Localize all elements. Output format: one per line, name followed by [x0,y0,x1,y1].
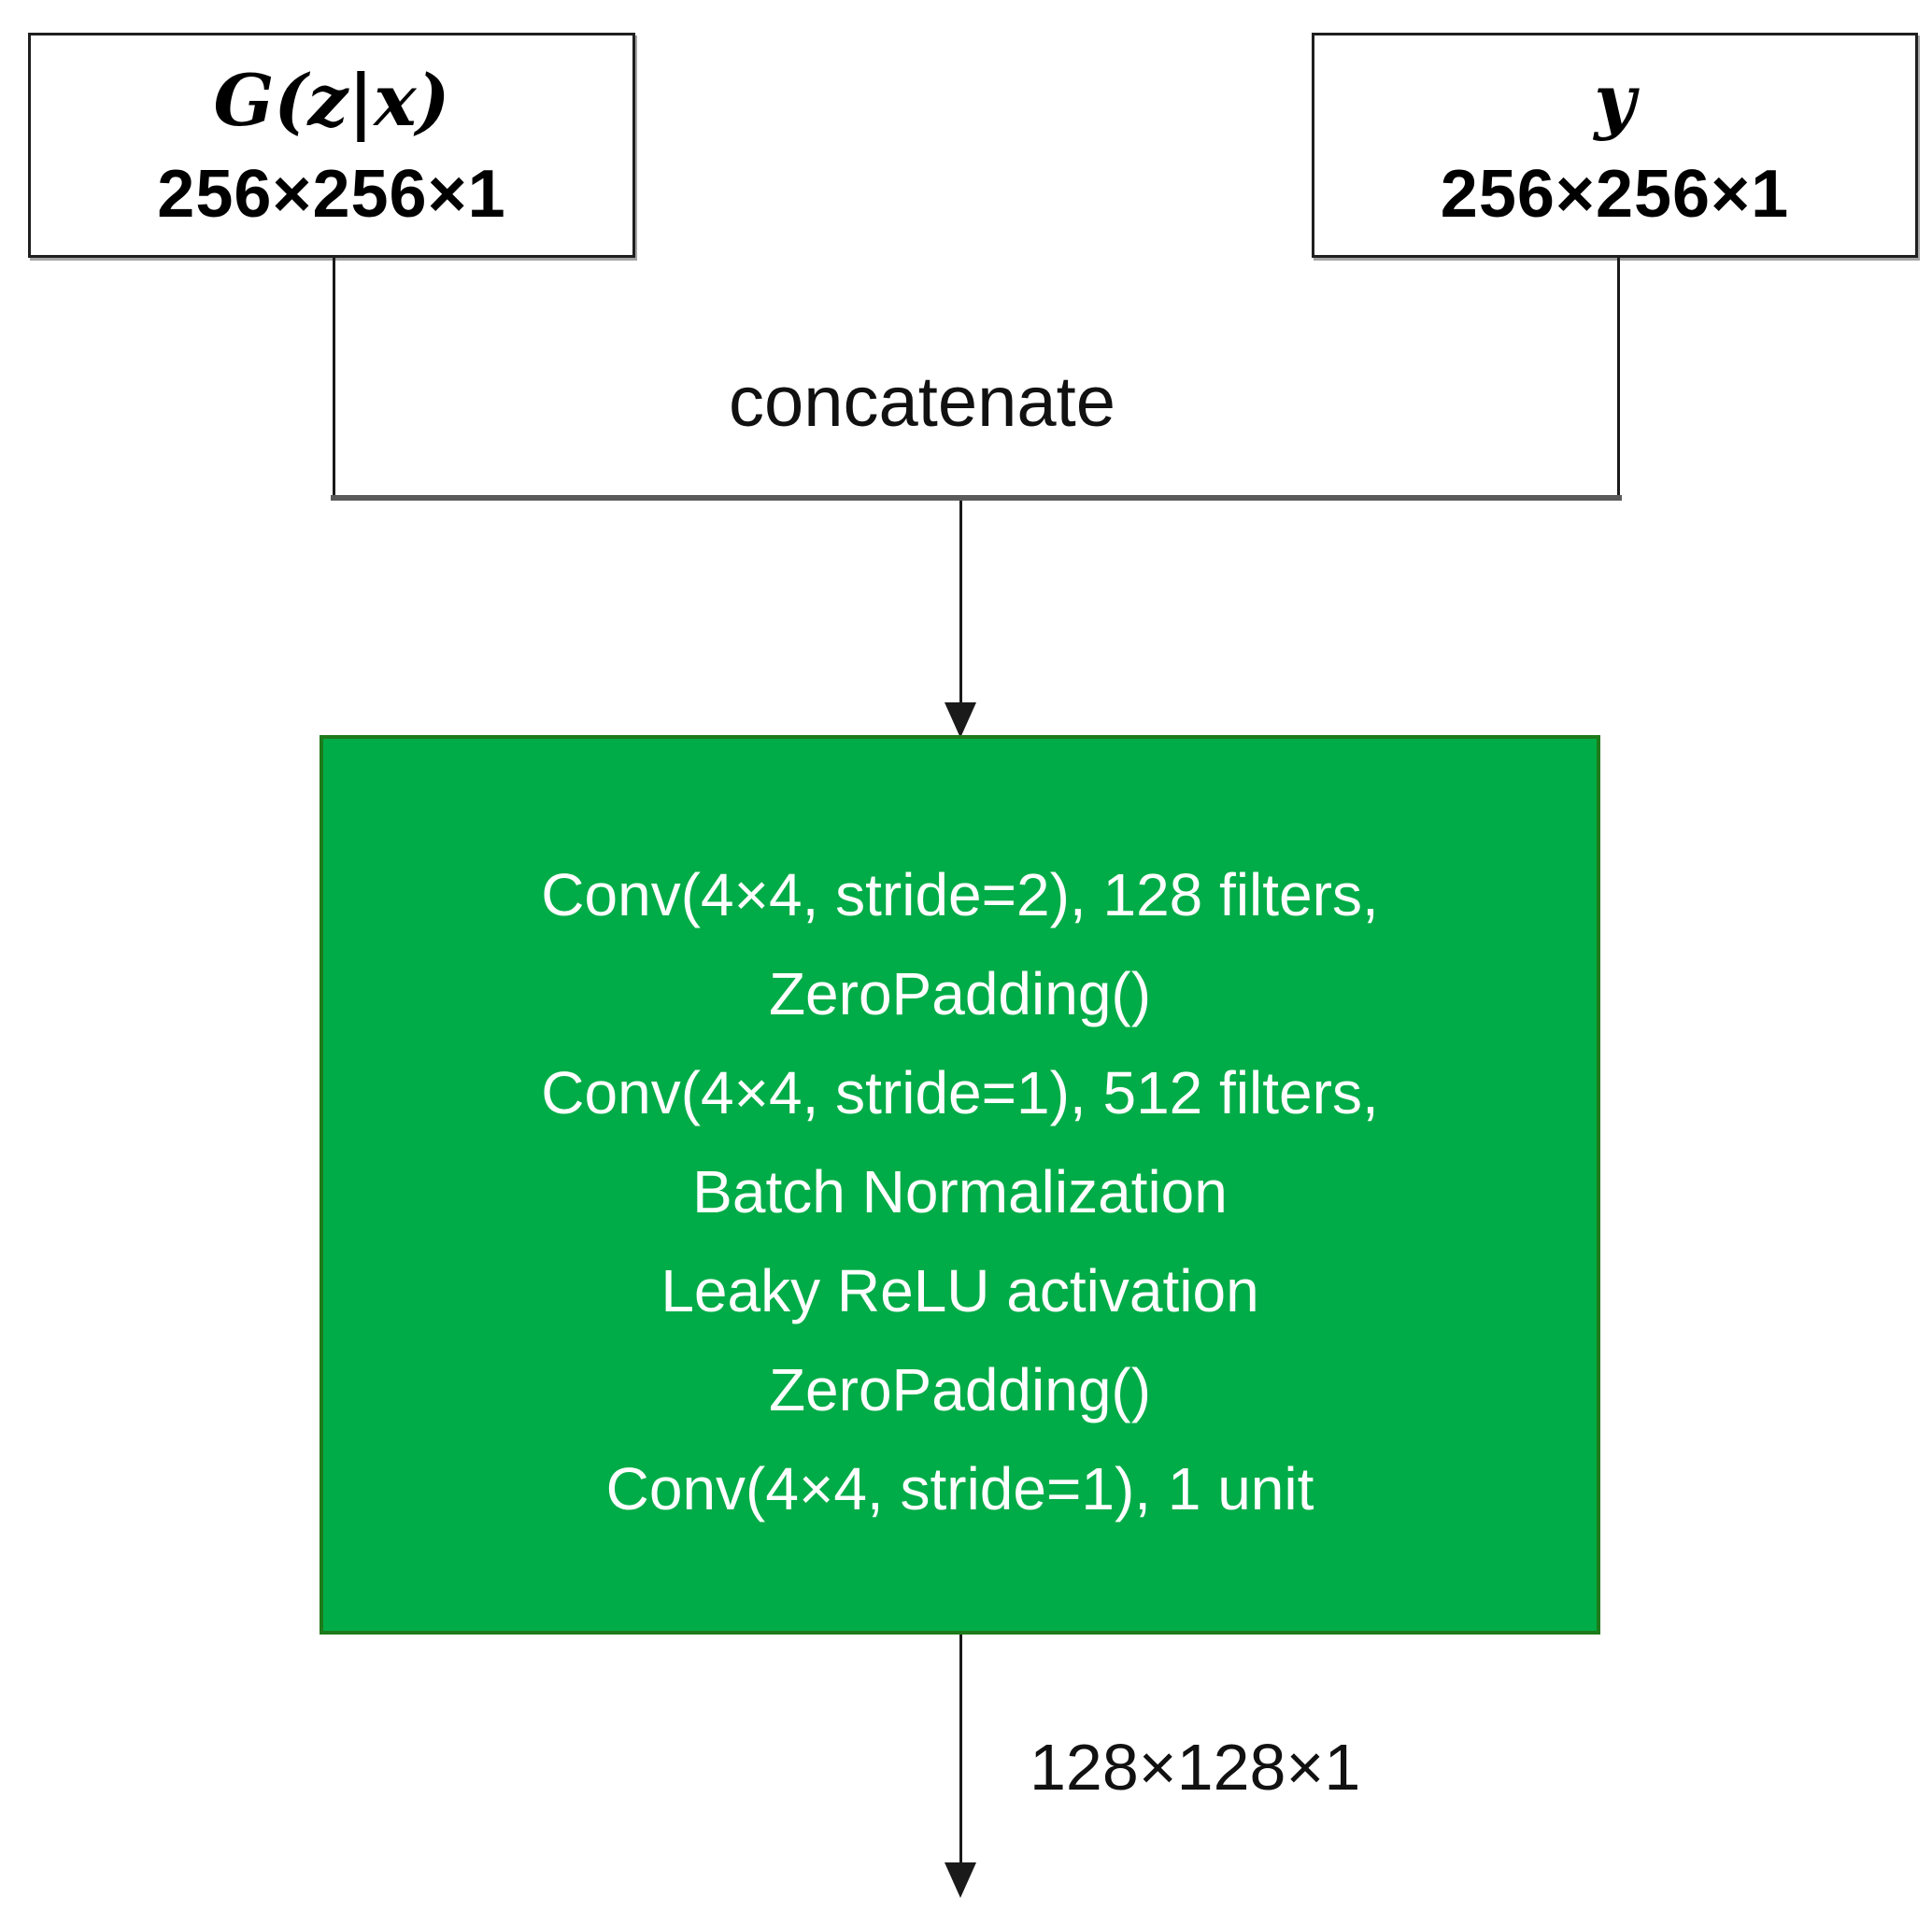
output-arrow-line [959,1635,962,1862]
conv-block-line: Leaky ReLU activation [661,1256,1259,1324]
conv-block-line: ZeroPadding() [768,959,1152,1027]
conv-block-line: Conv(4×4, stride=1), 512 filters, [541,1058,1379,1126]
output-arrow-head-icon [945,1862,976,1898]
conv-block-line: Batch Normalization [692,1157,1228,1225]
arrow-to-block-line [959,501,962,708]
output-dims-label: 128×128×1 [1030,1731,1361,1804]
input-box-y: y 256×256×1 [1312,33,1918,258]
conv-block-line: ZeroPadding() [768,1355,1152,1423]
concatenate-label: concatenate [728,362,1116,442]
input-gzx-dims: 256×256×1 [157,156,506,232]
input-gzx-title: G(z|x) [213,58,450,142]
conv-block-line: Conv(4×4, stride=1), 1 unit [605,1454,1314,1522]
conv-block: Conv(4×4, stride=2), 128 filters, ZeroPa… [320,735,1600,1635]
connector-line-from-y [1617,258,1620,497]
merge-connector-bar [331,495,1622,501]
input-y-dims: 256×256×1 [1440,156,1790,232]
conv-block-line: Conv(4×4, stride=2), 128 filters, [541,860,1379,928]
input-y-title: y [1594,58,1636,142]
connector-line-from-gzx [333,258,335,497]
input-box-gzx: G(z|x) 256×256×1 [28,33,635,258]
arrow-down-head-icon [945,702,976,738]
